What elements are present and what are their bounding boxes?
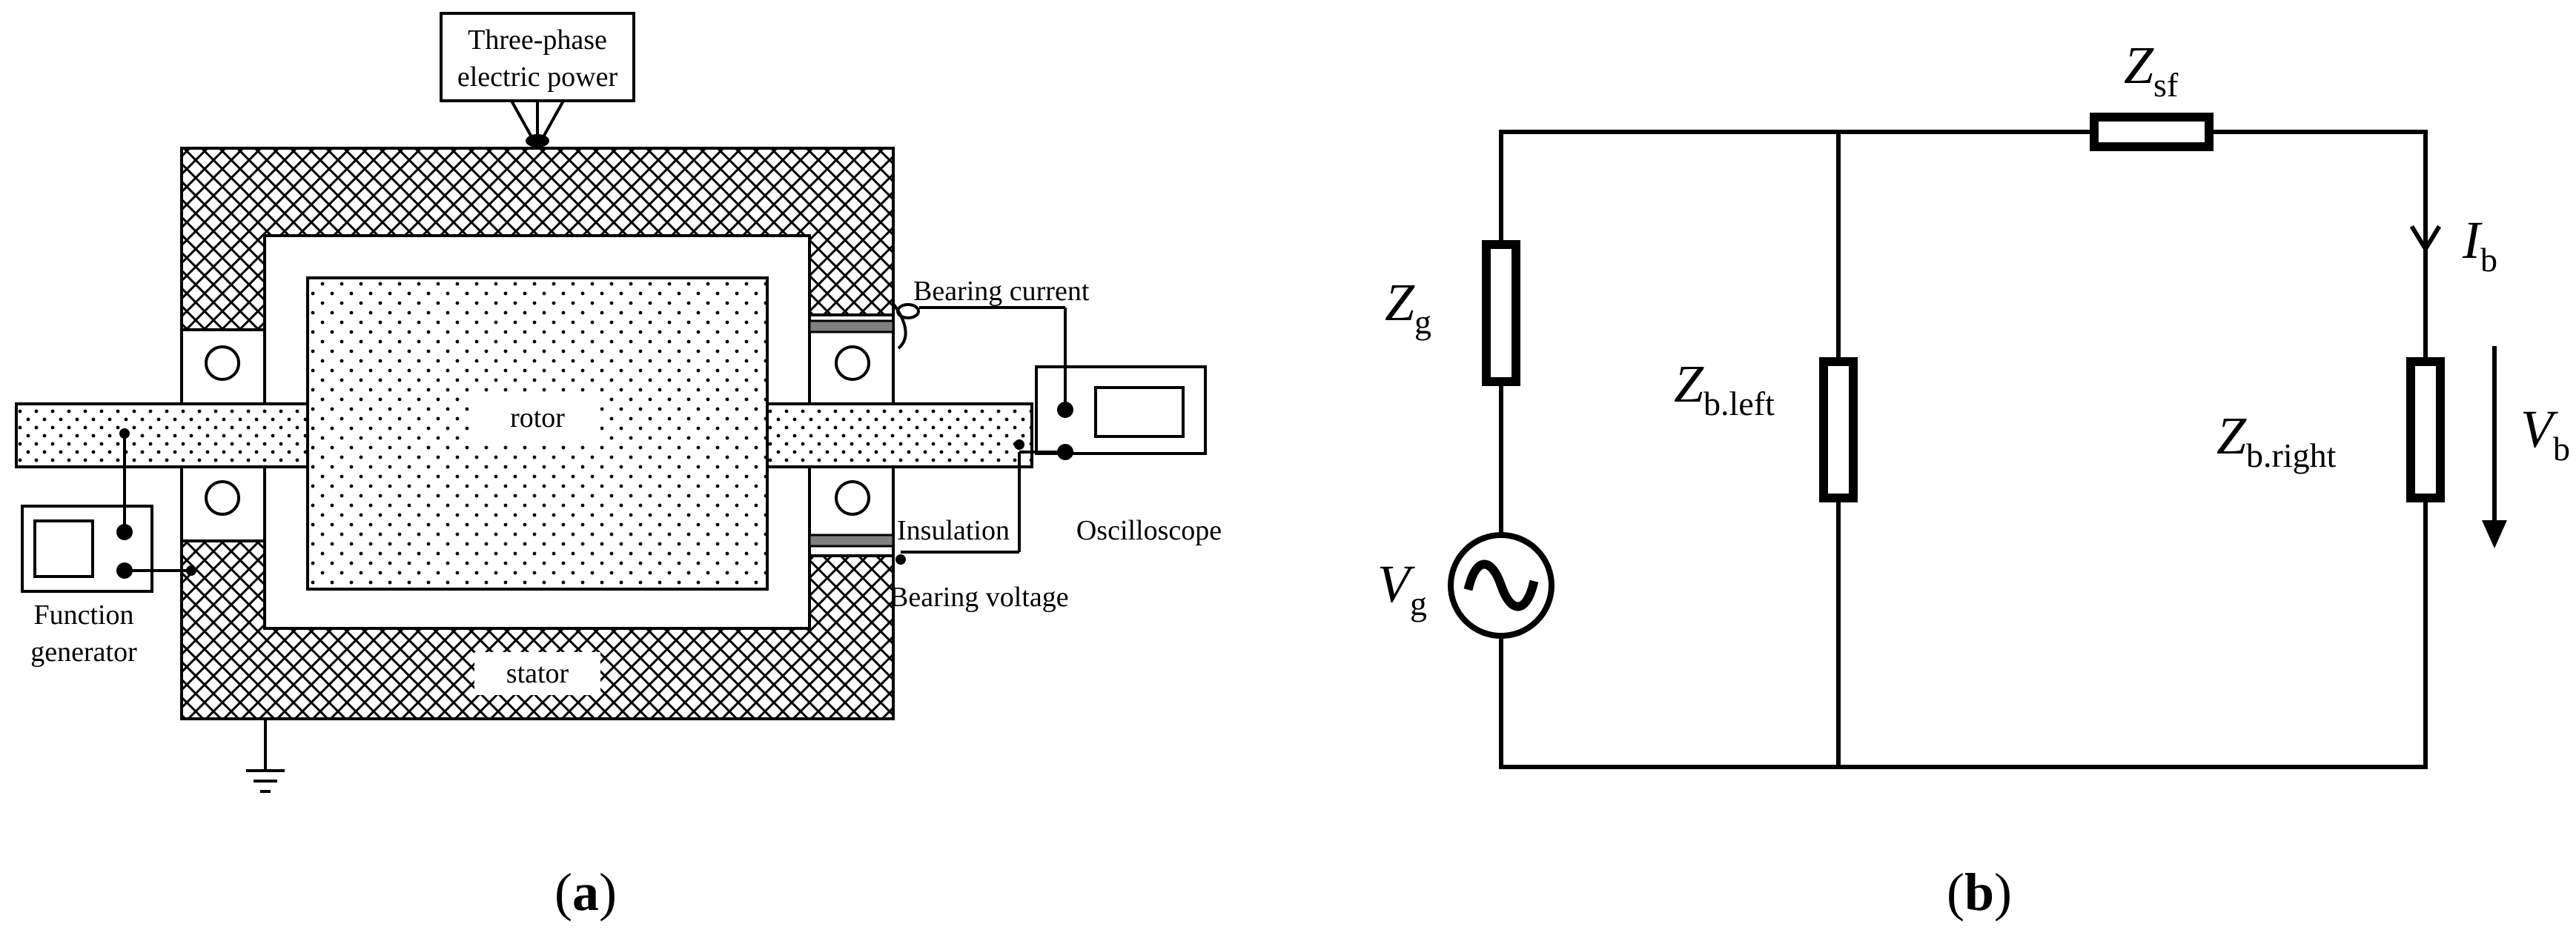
label-zb-right: Zb.right bbox=[2216, 406, 2337, 474]
generator-wiring bbox=[119, 428, 196, 576]
function-generator-line2: generator bbox=[30, 637, 137, 668]
bearing-ball-icon bbox=[205, 480, 240, 516]
power-supply: Three-phase electric power bbox=[440, 12, 635, 147]
label-vg: Vg bbox=[1377, 554, 1427, 622]
resistor-zb-right bbox=[2406, 357, 2445, 502]
function-generator: Function generator bbox=[21, 505, 153, 668]
left-bearing-housing bbox=[180, 328, 266, 542]
insulation-layer-bottom bbox=[808, 534, 895, 548]
bearing-ball-icon bbox=[835, 480, 870, 516]
bearing-ball-icon bbox=[205, 345, 240, 381]
oscilloscope-wiring bbox=[892, 302, 1067, 565]
resistor-zsf bbox=[2090, 113, 2214, 151]
rotor-label: rotor bbox=[510, 402, 565, 434]
voltage-arrow-icon bbox=[2482, 346, 2507, 548]
bearing-current-label: Bearing current bbox=[913, 276, 1090, 307]
stator-label: stator bbox=[506, 658, 569, 689]
label-zsf: Zsf bbox=[2124, 36, 2179, 104]
right-bearing-housing bbox=[808, 313, 895, 557]
resistor-zb-left bbox=[1819, 357, 1858, 502]
panel-b: Zg Zsf Zb.left Zb.right Vg Ib Vb (b) bbox=[1377, 36, 2570, 922]
caption-a: (a) bbox=[554, 863, 617, 922]
ac-source-icon bbox=[1448, 532, 1554, 639]
resistor-zg bbox=[1482, 240, 1520, 386]
label-vb: Vb bbox=[2520, 399, 2570, 468]
function-generator-line1: Function bbox=[33, 599, 133, 631]
label-ib: Ib bbox=[2462, 210, 2497, 279]
panel-a: rotor stator Three-phase electric power … bbox=[15, 12, 1222, 922]
generator-screen bbox=[33, 519, 94, 578]
caption-b: (b) bbox=[1947, 863, 2012, 922]
bearing-ball-icon bbox=[835, 345, 870, 381]
oscilloscope-label: Oscilloscope bbox=[1076, 515, 1222, 546]
power-terminal-icon bbox=[526, 134, 549, 147]
power-label-line2: electric power bbox=[457, 62, 618, 93]
label-zb-left: Zb.left bbox=[1674, 354, 1775, 422]
insulation-label: Insulation bbox=[897, 515, 1010, 546]
current-arrow-icon bbox=[2409, 225, 2442, 253]
bearing-voltage-label: Bearing voltage bbox=[890, 582, 1069, 613]
oscilloscope-screen bbox=[1094, 386, 1185, 438]
power-label-line1: Three-phase bbox=[468, 24, 607, 56]
label-zg: Zg bbox=[1385, 273, 1431, 341]
ground-icon bbox=[246, 719, 285, 793]
insulation-layer-top bbox=[808, 319, 895, 333]
